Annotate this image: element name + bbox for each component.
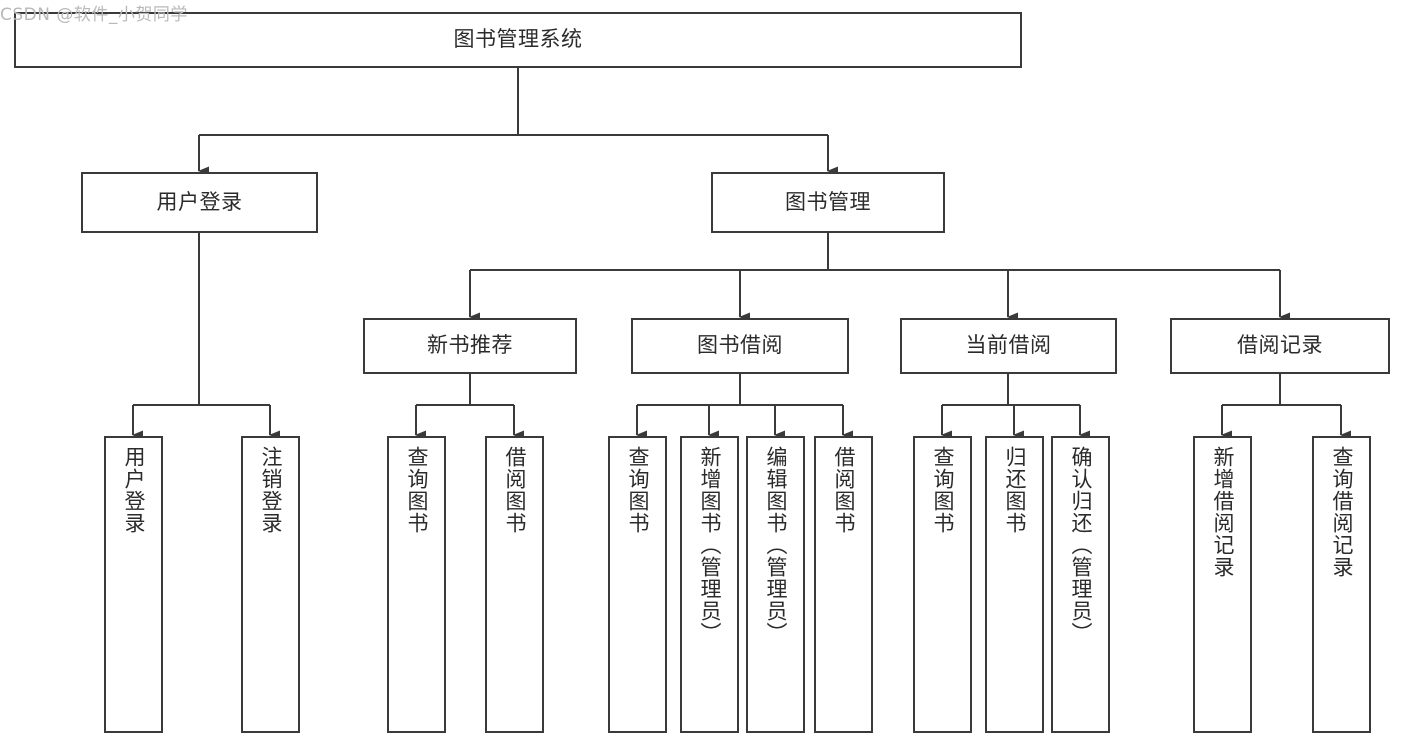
node-label-leaf-query-book-2: 查询图书 [625, 446, 650, 534]
node-label-book-manage: 图书管理 [785, 189, 871, 214]
node-current-borrow[interactable]: 当前借阅 [900, 318, 1117, 374]
node-leaf-borrow-book-2[interactable]: 借阅图书 [814, 436, 873, 733]
node-label-leaf-logout: 注销登录 [258, 446, 283, 534]
node-label-new-book-recommend: 新书推荐 [427, 333, 513, 358]
node-label-leaf-borrow-book-1: 借阅图书 [502, 446, 527, 534]
node-leaf-logout[interactable]: 注销登录 [241, 436, 300, 733]
node-label-borrow-record: 借阅记录 [1237, 333, 1323, 358]
node-label-leaf-query-book-3: 查询图书 [930, 446, 955, 534]
node-leaf-edit-book[interactable]: 编辑图书（管理员） [746, 436, 805, 733]
node-label-current-borrow: 当前借阅 [965, 333, 1052, 358]
node-label-leaf-query-book-1: 查询图书 [404, 446, 429, 534]
node-borrow-record[interactable]: 借阅记录 [1170, 318, 1390, 374]
node-label-user-login: 用户登录 [156, 189, 243, 214]
node-label-leaf-user-login: 用户登录 [121, 446, 146, 534]
node-label-leaf-add-borrow-record: 新增借阅记录 [1210, 446, 1235, 578]
node-leaf-query-book-2[interactable]: 查询图书 [608, 436, 667, 733]
node-book-borrow[interactable]: 图书借阅 [631, 318, 849, 374]
node-book-manage[interactable]: 图书管理 [711, 172, 945, 233]
node-label-leaf-borrow-book-2: 借阅图书 [831, 446, 856, 534]
node-new-book-recommend[interactable]: 新书推荐 [363, 318, 577, 374]
node-label-leaf-add-book: 新增图书（管理员） [697, 446, 722, 644]
node-leaf-borrow-book-1[interactable]: 借阅图书 [485, 436, 544, 733]
node-label-root: 图书管理系统 [453, 27, 583, 52]
node-leaf-return-book[interactable]: 归还图书 [985, 436, 1044, 733]
node-label-book-borrow: 图书借阅 [697, 333, 783, 358]
node-label-leaf-edit-book: 编辑图书（管理员） [763, 446, 788, 644]
node-user-login[interactable]: 用户登录 [81, 172, 318, 233]
node-label-leaf-query-borrow-record: 查询借阅记录 [1329, 446, 1354, 578]
node-leaf-confirm-return[interactable]: 确认归还（管理员） [1051, 436, 1110, 733]
node-leaf-query-borrow-record[interactable]: 查询借阅记录 [1312, 436, 1371, 733]
node-leaf-add-borrow-record[interactable]: 新增借阅记录 [1193, 436, 1252, 733]
node-root[interactable]: 图书管理系统 [14, 12, 1022, 68]
node-leaf-user-login[interactable]: 用户登录 [104, 436, 163, 733]
connector-lines [131, 68, 1351, 440]
node-leaf-query-book-1[interactable]: 查询图书 [387, 436, 446, 733]
node-label-leaf-confirm-return: 确认归还（管理员） [1068, 446, 1093, 644]
node-leaf-add-book[interactable]: 新增图书（管理员） [680, 436, 739, 733]
node-label-leaf-return-book: 归还图书 [1002, 446, 1027, 534]
node-leaf-query-book-3[interactable]: 查询图书 [913, 436, 972, 733]
